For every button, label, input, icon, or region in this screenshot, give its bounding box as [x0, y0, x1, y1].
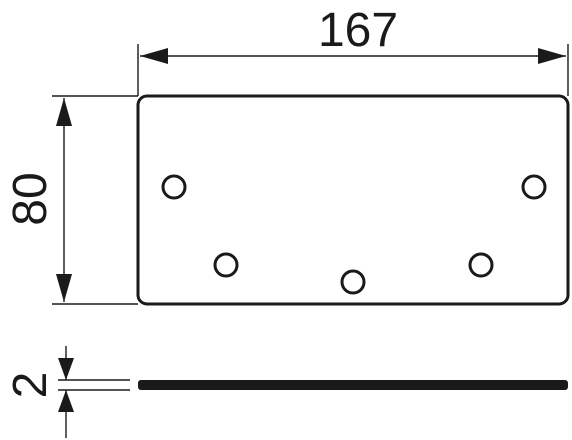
height-dimension: 80 — [4, 95, 138, 305]
thickness-arrow-top — [58, 358, 74, 380]
height-arrow-top — [56, 98, 72, 126]
hole-bottom-center — [340, 269, 366, 295]
hole-left — [161, 174, 187, 200]
plate-outline — [136, 94, 570, 306]
height-arrow-bottom — [56, 274, 72, 302]
hole-bottom-right — [468, 252, 494, 278]
side-view: 2 — [4, 346, 568, 438]
thickness-arrow-bottom — [58, 390, 74, 412]
length-arrow-right — [538, 48, 566, 64]
hole-bottom-left — [213, 252, 239, 278]
plate-side-profile — [138, 380, 568, 390]
length-label: 167 — [318, 4, 398, 57]
length-arrow-left — [140, 48, 168, 64]
height-label: 80 — [4, 172, 57, 225]
hole-right — [521, 174, 547, 200]
thickness-label: 2 — [4, 372, 57, 399]
length-dimension: 167 — [137, 4, 569, 96]
